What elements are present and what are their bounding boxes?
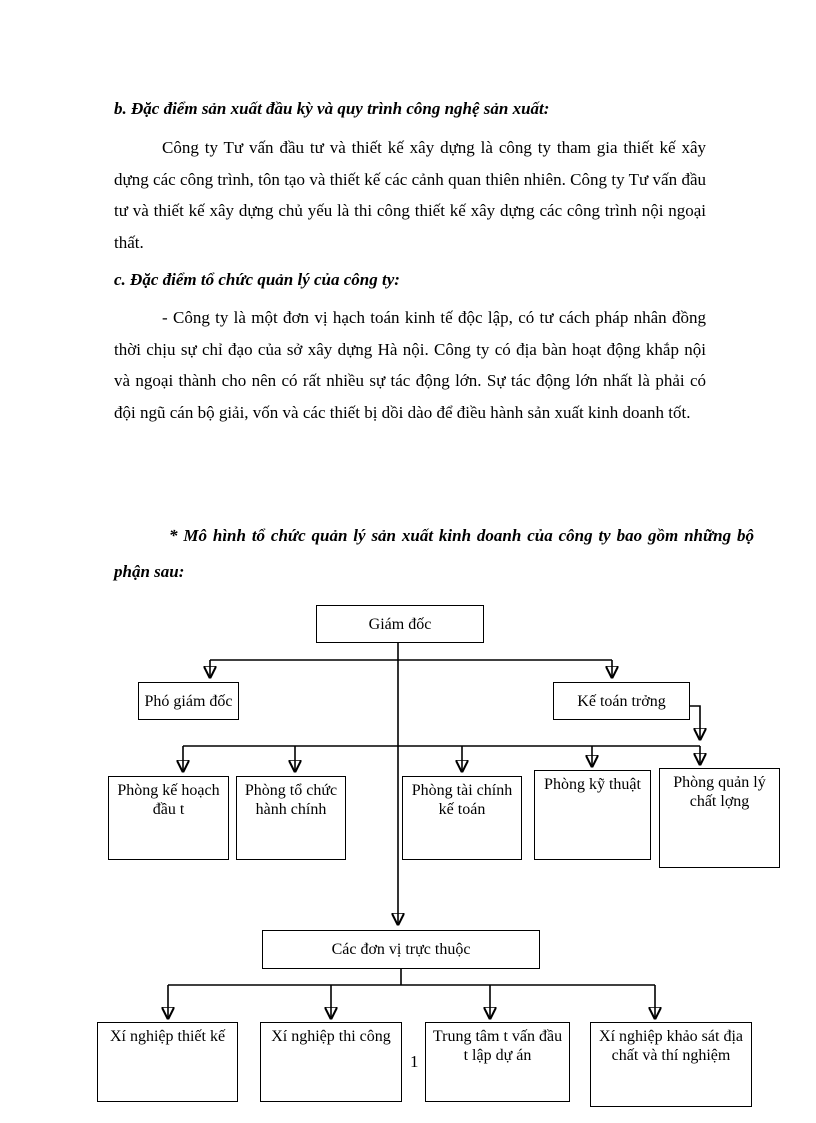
- org-box-dept-technical: Phòng kỹ thuật: [534, 770, 651, 860]
- org-box-unit-consulting-center: Trung tâm t vấn đầu t lập dự án: [425, 1022, 570, 1102]
- section-c-paragraph: - Công ty là một đơn vị hạch toán kinh t…: [114, 308, 706, 422]
- org-box-deputy-director: Phó giám đốc: [138, 682, 239, 720]
- section-b-paragraph: Công ty Tư vấn đầu tư và thiết kế xây dự…: [114, 138, 706, 252]
- section-b-heading: b. Đặc điểm sản xuất đầu kỳ và quy trình…: [114, 99, 550, 118]
- org-box-dept-admin: Phòng tổ chức hành chính: [236, 776, 346, 860]
- org-box-unit-construction: Xí nghiệp thi công: [260, 1022, 402, 1102]
- org-box-director: Giám đốc: [316, 605, 484, 643]
- org-box-subordinate-units: Các đơn vị trực thuộc: [262, 930, 540, 969]
- org-box-dept-quality: Phòng quản lý chất lợng: [659, 768, 780, 868]
- diagram-caption: * Mô hình tổ chức quản lý sản xuất kinh …: [114, 526, 754, 581]
- org-box-unit-design: Xí nghiệp thiết kế: [97, 1022, 238, 1102]
- org-box-unit-survey: Xí nghiệp khảo sát địa chất và thí nghiệ…: [590, 1022, 752, 1107]
- page-number: 1: [410, 1052, 419, 1071]
- org-box-chief-accountant: Kế toán trởng: [553, 682, 690, 720]
- org-box-dept-finance: Phòng tài chính kế toán: [402, 776, 522, 860]
- section-c-heading: c. Đặc điểm tổ chức quản lý của công ty:: [114, 270, 400, 289]
- org-box-dept-planning: Phòng kế hoạch đầu t: [108, 776, 229, 860]
